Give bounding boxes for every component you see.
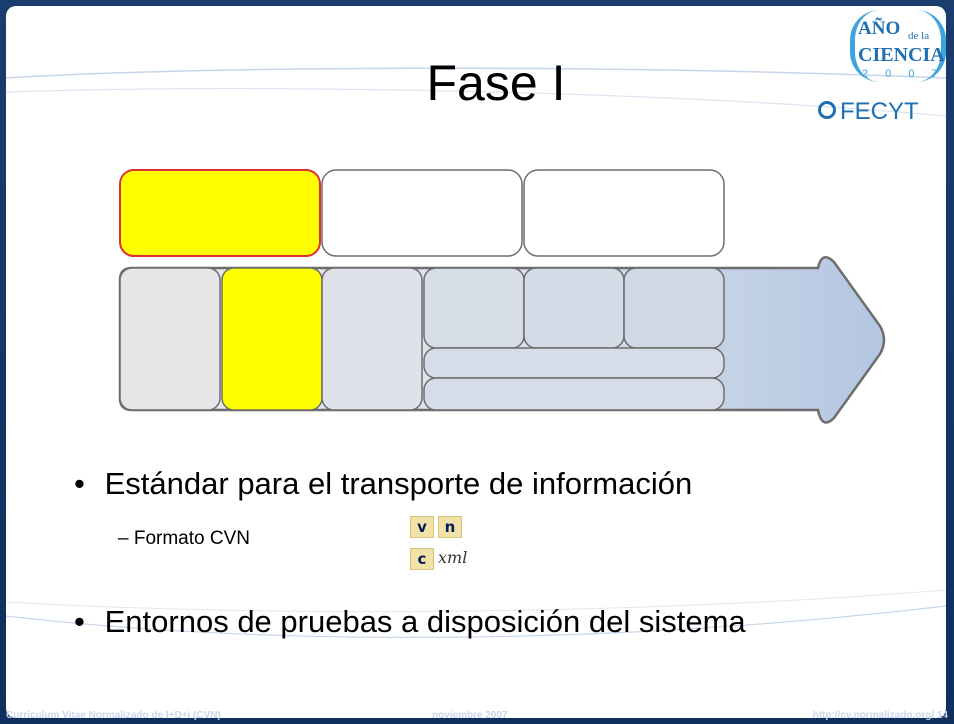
background-swoosh [6,67,946,638]
cvn-n-tile: n [438,516,462,538]
fecyt-text: FECYT [840,98,919,125]
bullet-1-text: Estándar para el transporte de informaci… [104,466,693,501]
phase-diagram [118,169,886,424]
sub-bullet-1-text: Formato CVN [133,528,250,549]
phase-box-1 [119,169,321,257]
footer-date-text: noviembre 2007 [432,710,508,721]
segment-row-2 [423,377,725,411]
fecyt-logo: FECYT [818,98,919,126]
slide-panel: Fase I AÑO de la CIENCIA 2 0 0 7 FECYT [6,6,946,718]
sub-bullet-1: – Formato CVN [118,528,250,550]
segment-1 [119,267,221,411]
logo-dela-text: de la [908,30,930,42]
logo-ciencia-text: CIENCIA [858,44,945,66]
cvn-v-tile: v [410,516,434,538]
slide-title: Fase I [426,55,566,111]
cvn-xml-text: xml [438,548,468,567]
fecyt-gear-icon [818,101,836,119]
cvn-xml-logo: v n c xml [408,514,506,574]
cvn-c-tile: c [410,548,434,570]
footer-url-text: http://cv.normalizado.org/ 14 [812,710,948,721]
footer-left-text: Currículum Vitae Normalizado de I+D+i (C… [6,710,221,721]
segment-3 [321,267,423,411]
bullet-list: • Estándar para el transporte de informa… [6,6,946,718]
logo-year-text: 2 0 0 7 [862,68,945,80]
bullet-dot: • [74,604,85,639]
phase-box-3 [523,169,725,257]
bullet-dot: • [74,466,85,501]
sub-bullet-dash: – [118,528,134,549]
logo-frame [850,10,946,82]
phase-box-2 [321,169,523,257]
slide-footer: Currículum Vitae Normalizado de I+D+i (C… [0,706,954,724]
ano-ciencia-logo: AÑO de la CIENCIA 2 0 0 7 FECYT [818,8,946,150]
bullet-1: • Estándar para el transporte de informa… [74,466,692,502]
logo-ano-text: AÑO [858,18,901,39]
bullet-2: • Entornos de pruebas a disposición del … [74,604,746,640]
bullet-2-text: Entornos de pruebas a disposición del si… [104,604,746,639]
